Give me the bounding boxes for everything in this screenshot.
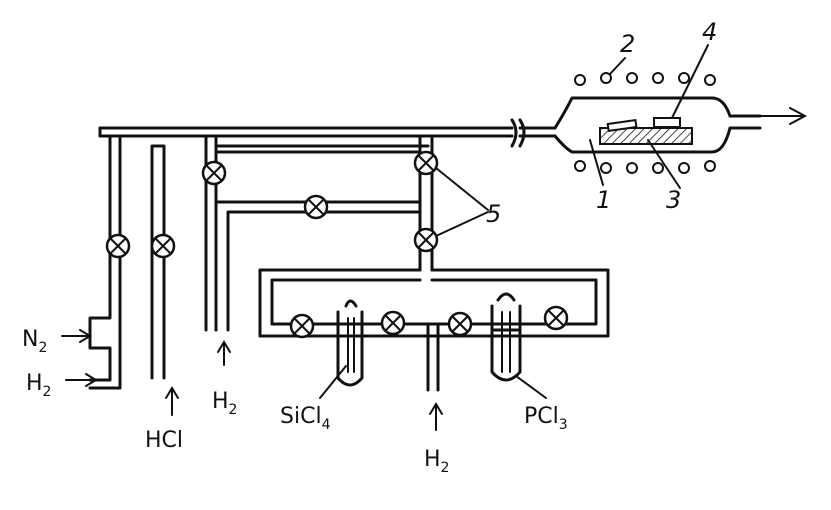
label-n2: N2 <box>22 327 47 356</box>
valve-sicl4-in[interactable] <box>289 313 315 339</box>
sicl4-dip-tube <box>347 317 355 373</box>
number-4: 4 <box>702 18 717 46</box>
label-pcl3: PCl3 <box>524 404 568 433</box>
n2-inlet-arrow <box>61 329 92 343</box>
bubbler-manifold <box>258 268 610 338</box>
sicl4-bubbler <box>336 299 364 387</box>
pointer-1 <box>589 139 604 186</box>
n2-h2-feed-pipe <box>88 134 122 390</box>
hcl-inlet-arrow <box>165 386 179 416</box>
number-5: 5 <box>486 200 501 228</box>
valve-n2-line[interactable] <box>105 233 131 259</box>
valve-h2-line[interactable] <box>201 160 227 186</box>
number-1: 1 <box>596 186 611 214</box>
upper-branch-pipe <box>214 144 430 154</box>
label-h2-mid: H2 <box>212 389 237 418</box>
wafer-right <box>653 117 681 128</box>
valve-hcl-line[interactable] <box>150 233 176 259</box>
valve-pcl3-in[interactable] <box>447 311 473 337</box>
label-h2-bottom: H2 <box>424 447 449 476</box>
pointer-3 <box>647 139 681 189</box>
outlet-arrow <box>739 107 808 125</box>
h2-bottom-inlet-arrow <box>429 402 443 431</box>
bypass-pipe <box>214 200 422 332</box>
label-hcl: HCl <box>145 428 183 453</box>
pcl3-pointer <box>515 375 547 399</box>
main-header-pipe <box>98 126 514 138</box>
pcl3-bubbler <box>490 292 522 382</box>
susceptor <box>599 127 693 145</box>
valve-bypass[interactable] <box>303 194 329 220</box>
h2-left-inlet-arrow <box>65 373 98 387</box>
number-2: 2 <box>620 30 635 58</box>
valve-pcl3-out[interactable] <box>543 305 569 331</box>
sicl4-pointer <box>319 365 347 399</box>
pcl3-dip-tube <box>501 311 511 373</box>
label-sicl4: SiCl4 <box>280 404 331 433</box>
label-h2-left: H2 <box>26 371 51 400</box>
heater-coil-top <box>574 72 716 86</box>
pointer-2 <box>609 57 626 75</box>
valve-5-upper[interactable] <box>413 150 439 176</box>
heater-coil-bottom <box>574 160 716 174</box>
h2-mid-inlet-arrow <box>217 340 231 366</box>
valve-5-lower[interactable] <box>413 227 439 253</box>
reactor-connector <box>510 118 557 148</box>
pointer-4 <box>671 44 709 119</box>
hcl-feed-pipe <box>150 144 166 380</box>
valve-sicl4-out[interactable] <box>380 310 406 336</box>
wafer-left <box>606 118 638 133</box>
reactor-tube <box>553 96 762 154</box>
number-3: 3 <box>666 186 681 214</box>
bottom-h2-pipe <box>426 322 440 392</box>
pointer-5 <box>435 167 489 237</box>
